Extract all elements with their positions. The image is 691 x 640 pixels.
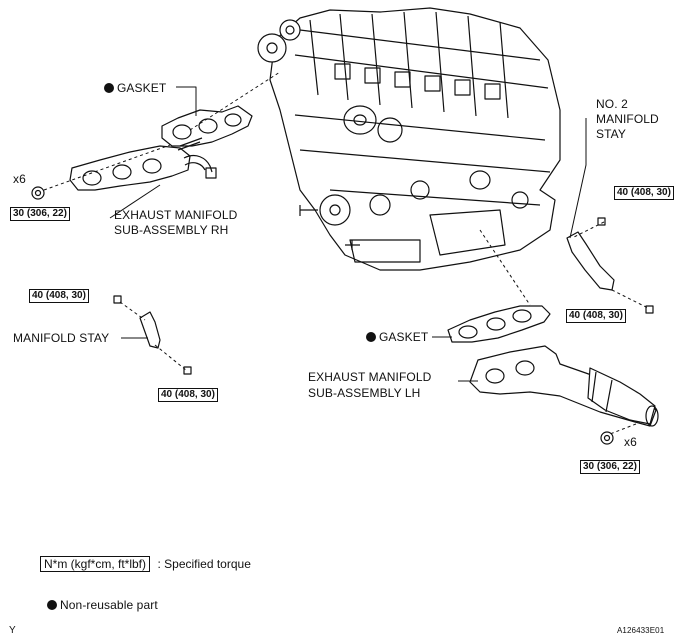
torque-unit-box: N*m (kgf*cm, ft*lbf)	[40, 556, 151, 572]
torque-no2-bottom: 40 (408, 30)	[566, 309, 626, 323]
legend-torque: N*m (kgf*cm, ft*lbf) : Specified torque	[40, 555, 251, 573]
exhaust-rh-label-line1: EXHAUST MANIFOLD	[114, 208, 238, 222]
exhaust-lh-label-line1: EXHAUST MANIFOLD	[308, 370, 432, 384]
torque-rh-nut: 30 (306, 22)	[10, 207, 70, 221]
corner-letter: Y	[9, 625, 16, 636]
exhaust-lh-label-line2: SUB-ASSEMBLY LH	[308, 386, 421, 400]
no2-label-line1: NO. 2	[596, 97, 628, 111]
torque-desc: : Specified torque	[157, 557, 251, 571]
x6-rh-label: x6	[13, 172, 26, 186]
exhaust-manifold-lh-part	[469, 345, 659, 427]
exhaust-rh-label-line2: SUB-ASSEMBLY RH	[114, 223, 229, 237]
nonreusable-dot-icon	[104, 83, 114, 93]
gasket-lh-part	[447, 305, 551, 343]
manifold-stay-label: MANIFOLD STAY	[13, 331, 110, 345]
engine-block	[257, 7, 561, 271]
no2-manifold-stay-part	[566, 217, 654, 314]
nonreusable-dot-icon	[366, 332, 376, 342]
nonreusable-dot-icon	[47, 600, 57, 610]
torque-lh-nut: 30 (306, 22)	[580, 460, 640, 474]
no2-label-line2: MANIFOLD	[596, 112, 659, 126]
gasket-lh-label: GASKET	[366, 330, 428, 344]
nut-lh	[600, 431, 614, 445]
gasket-rh-part	[161, 105, 253, 147]
x6-lh-label: x6	[624, 435, 637, 449]
torque-no2-top: 40 (408, 30)	[614, 186, 674, 200]
exhaust-manifold-rh-part	[69, 137, 217, 191]
manifold-stay-part	[113, 295, 192, 375]
no2-label-line3: STAY	[596, 127, 626, 141]
alignment-lines	[43, 71, 649, 435]
leader-lines	[109, 86, 587, 382]
torque-stay-top: 40 (408, 30)	[29, 289, 89, 303]
legend-nonreusable: Non-reusable part	[47, 598, 158, 612]
figure-id: A126433E01	[617, 626, 665, 635]
nut-rh	[31, 186, 45, 200]
gasket-rh-label: GASKET	[104, 81, 166, 95]
torque-stay-bottom: 40 (408, 30)	[158, 388, 218, 402]
